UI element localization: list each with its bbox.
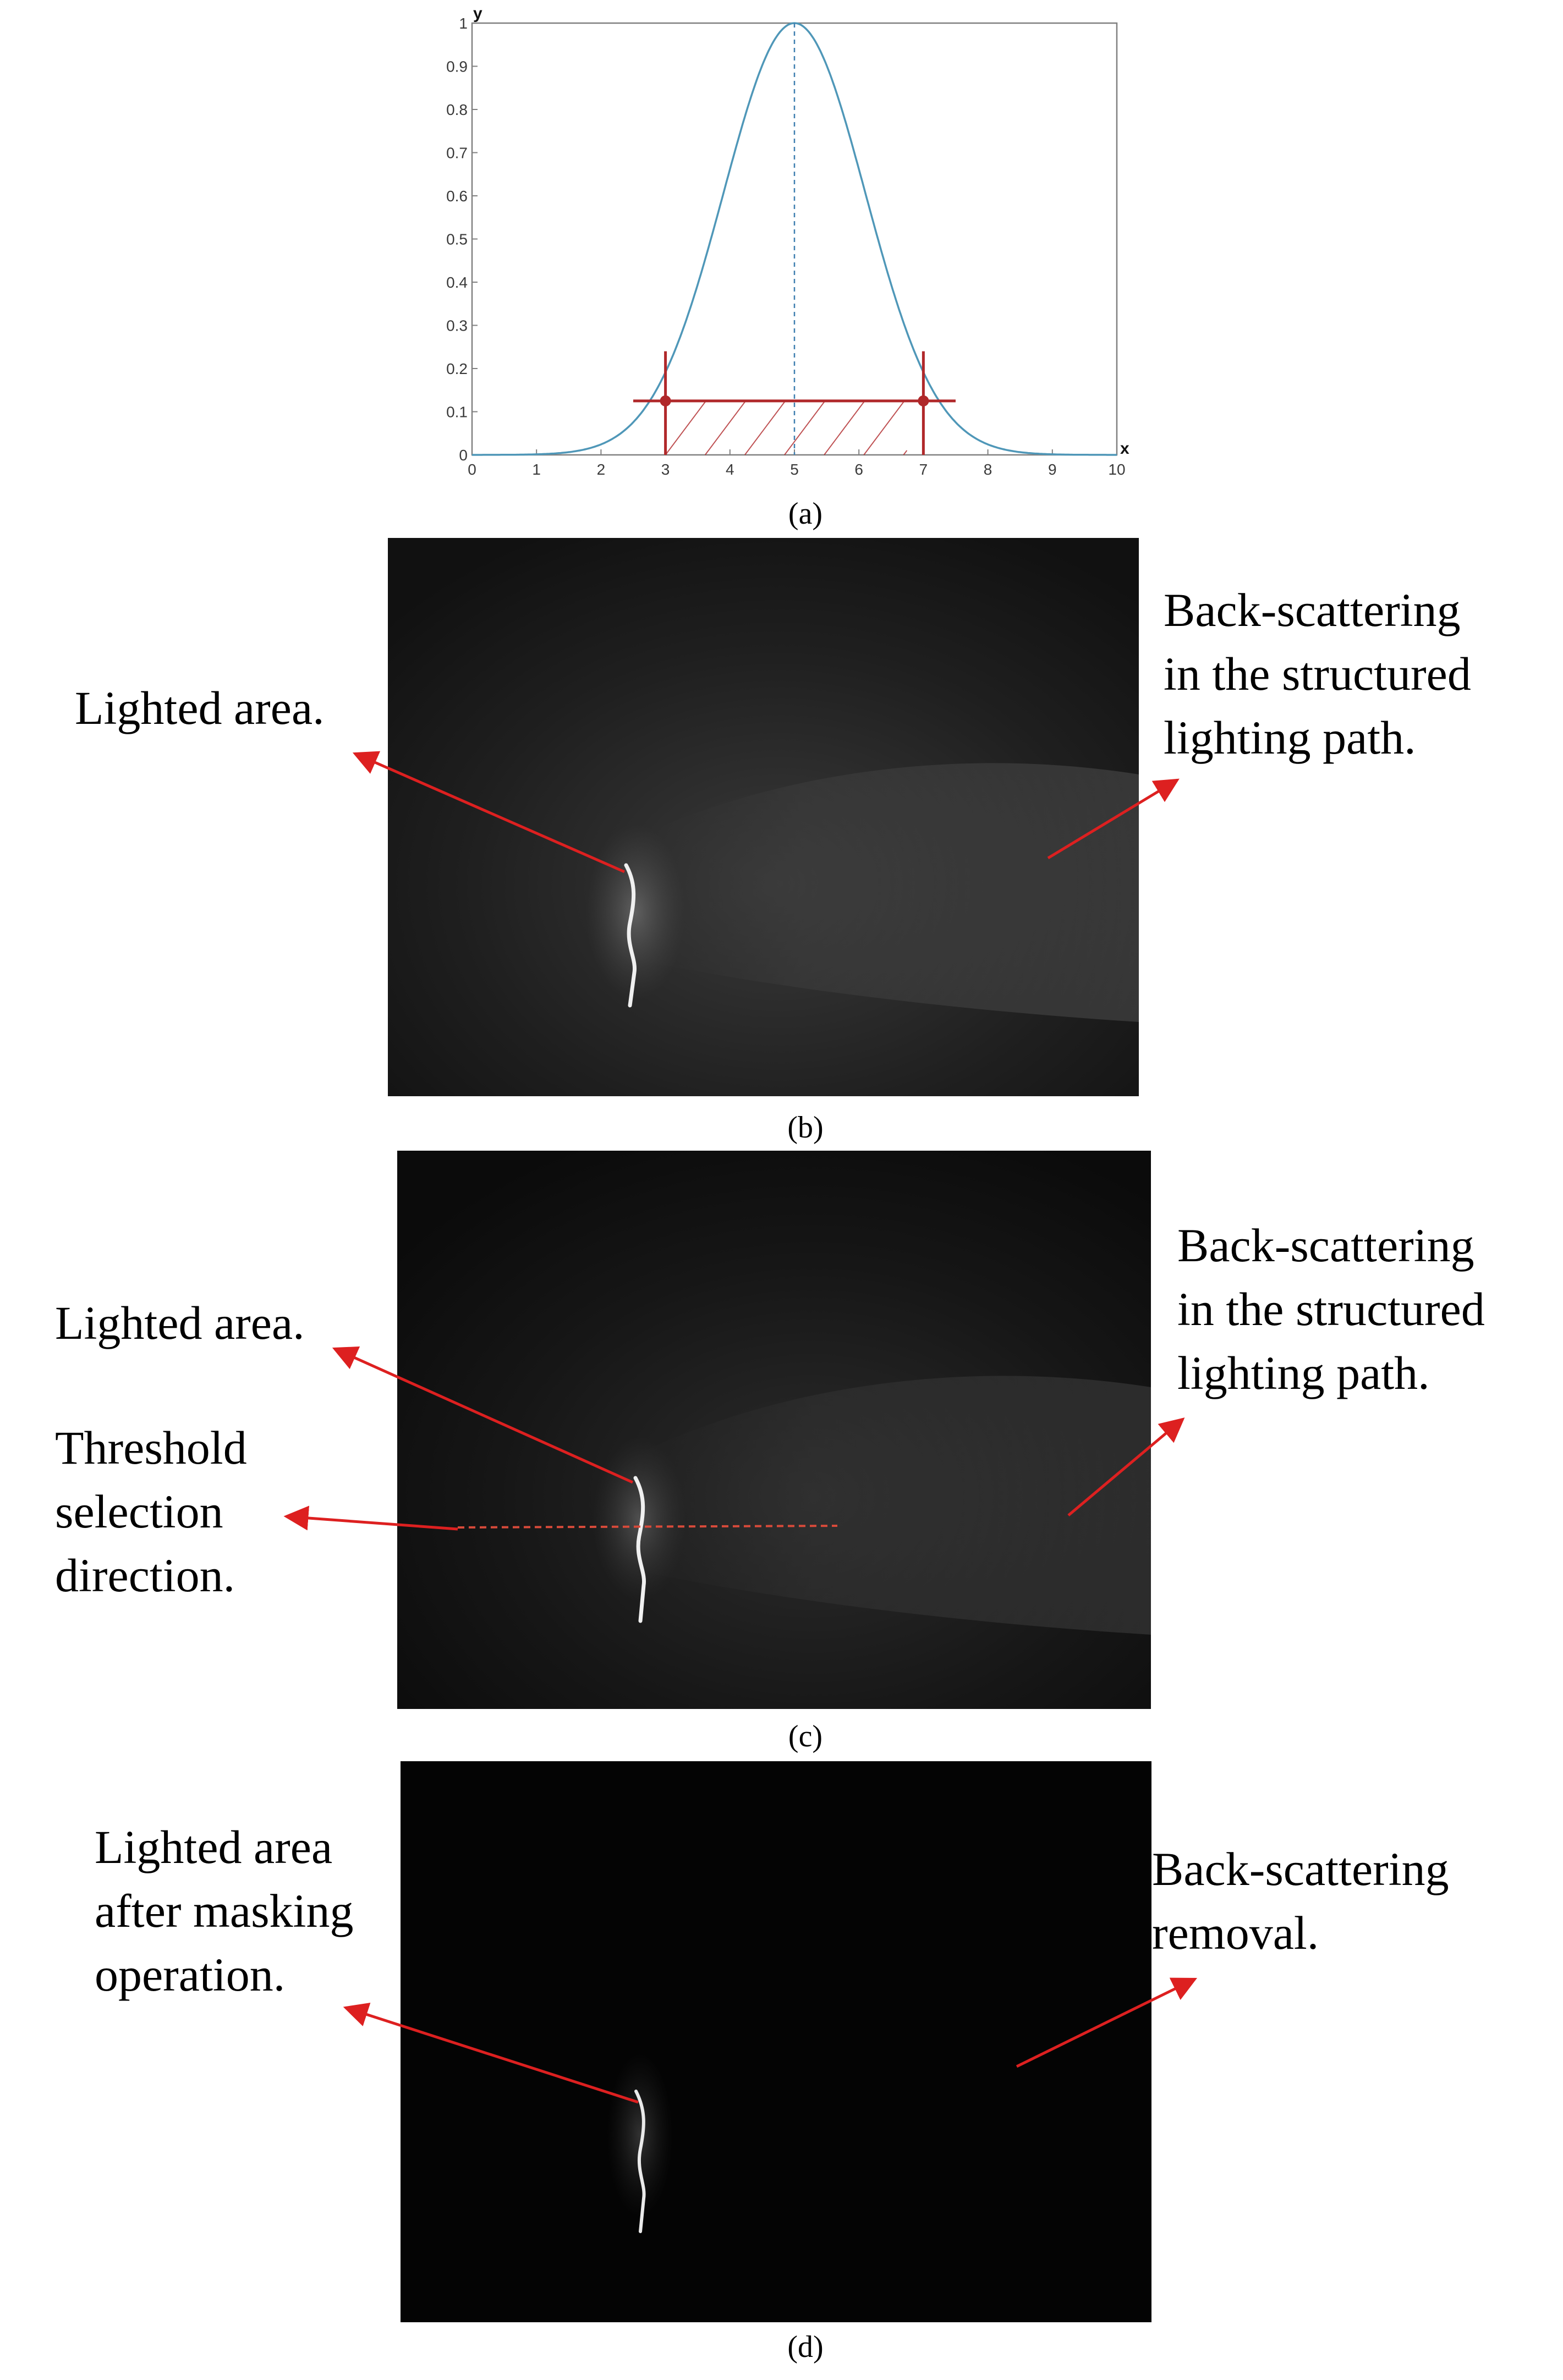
y-tick-label: 0.9 [446,58,468,75]
figure-c-caption: (c) [788,1719,823,1754]
chart-series [472,22,1117,456]
figure-b-caption: (b) [787,1111,824,1145]
photo-b-raw-image [388,538,1139,1096]
label-line: Back-scattering [1164,584,1461,636]
arrow-d-backscatter [1016,1977,1198,2068]
hatch-line [704,400,747,455]
arrow-c-backscatter [1067,1417,1185,1516]
x-tick-label: 5 [790,461,799,478]
x-tick-label: 4 [726,461,734,478]
x-tick-label: 1 [532,461,541,478]
arrow-c-threshold [283,1505,458,1531]
hatch-line [665,400,706,455]
x-tick-label: 7 [919,461,928,478]
label-threshold-direction: Threshold selection direction. [55,1416,247,1607]
photo-d-masked-image [401,1761,1151,2322]
lighted-area-streak [633,1476,646,1623]
y-tick-label: 0.1 [446,404,468,421]
label-back-scattering: Back-scattering in the structured lighti… [1177,1213,1485,1405]
label-line: Lighted area [95,1821,333,1873]
threshold-point [918,395,929,406]
gaussian-threshold-chart: 0 1 2 3 4 5 6 7 8 9 10 0 0.1 0.2 0.3 0.4 0.5 0.6 0.7 0.8 0.9… [446,4,1129,478]
x-tick-label: 10 [1108,461,1125,478]
threshold-markers [633,351,956,455]
lighted-area-streak [624,863,637,1008]
x-tick-label: 3 [661,461,670,478]
label-line: lighting path. [1164,711,1416,764]
label-lighted-area: Lighted area. [75,676,325,740]
y-tick-label: 0.4 [446,274,468,291]
label-line: removal. [1152,1906,1319,1959]
threshold-hatch-region [665,400,908,455]
y-tick-label: 0.6 [446,188,468,205]
y-tick-label: 0.8 [446,101,468,118]
label-line: in the structured [1177,1283,1485,1335]
label-line: operation. [95,1948,286,2001]
label-line: selection [55,1485,223,1538]
label-line: Lighted area. [75,681,325,734]
lighted-area-streak [634,2090,646,2233]
photo-background [401,1761,1151,2322]
x-tick-label: 6 [854,461,863,478]
label-back-scattering: Back-scattering in the structured lighti… [1164,578,1471,769]
y-tick-label: 0.2 [446,360,468,377]
label-lighted-area-masked: Lighted area after masking operation. [95,1815,353,2007]
photo-c-threshold-image [397,1151,1151,1709]
y-tick-label: 0.5 [446,231,468,248]
label-back-scattering-removal: Back-scattering removal. [1152,1837,1449,1965]
arrow-b-backscatter [1047,778,1180,860]
x-tick-label: 2 [597,461,606,478]
y-tick-label: 0.7 [446,145,468,162]
back-scatter-haze [628,1376,1151,1635]
figure-a-caption: (a) [788,497,823,531]
hatch-line [744,400,786,455]
threshold-scan-line [457,1525,838,1529]
y-tick-label: 0.3 [446,317,468,334]
label-line: Back-scattering [1177,1219,1474,1272]
label-line: Back-scattering [1152,1843,1449,1895]
arrow-b-lighted [352,751,626,873]
label-line: in the structured [1164,647,1471,700]
arrow-c-lighted [332,1346,634,1484]
hatch-line [824,400,865,455]
hatch-line [863,400,905,455]
threshold-point [660,395,671,406]
label-line: lighting path. [1177,1346,1430,1399]
x-tick-label: 0 [468,461,476,478]
x-axis-label: x [1120,439,1129,458]
label-line: Lighted area. [55,1296,305,1349]
back-scatter-haze [619,763,1139,1022]
label-line: direction. [55,1549,235,1602]
light-halo [586,824,685,1000]
label-lighted-area: Lighted area. [55,1291,305,1355]
label-line: after masking [95,1884,354,1937]
hatch-line [784,400,826,455]
light-halo [607,2053,673,2218]
x-tick-label: 8 [984,461,992,478]
arrow-d-lighted [343,2003,639,2104]
label-line: Threshold [55,1421,247,1474]
y-tick-label: 1 [459,15,468,32]
figure-d-caption: (d) [787,2330,824,2364]
y-axis-label: y [473,4,482,23]
light-halo [593,1437,686,1602]
chart-ticks: 0 1 2 3 4 5 6 7 8 9 10 0 0.1 0.2 0.3 0.4 0.5 0.6 0.7 0.8 0.9… [446,4,1129,478]
hatch-line [903,450,908,455]
x-tick-label: 9 [1048,461,1057,478]
y-tick-label: 0 [459,447,468,464]
